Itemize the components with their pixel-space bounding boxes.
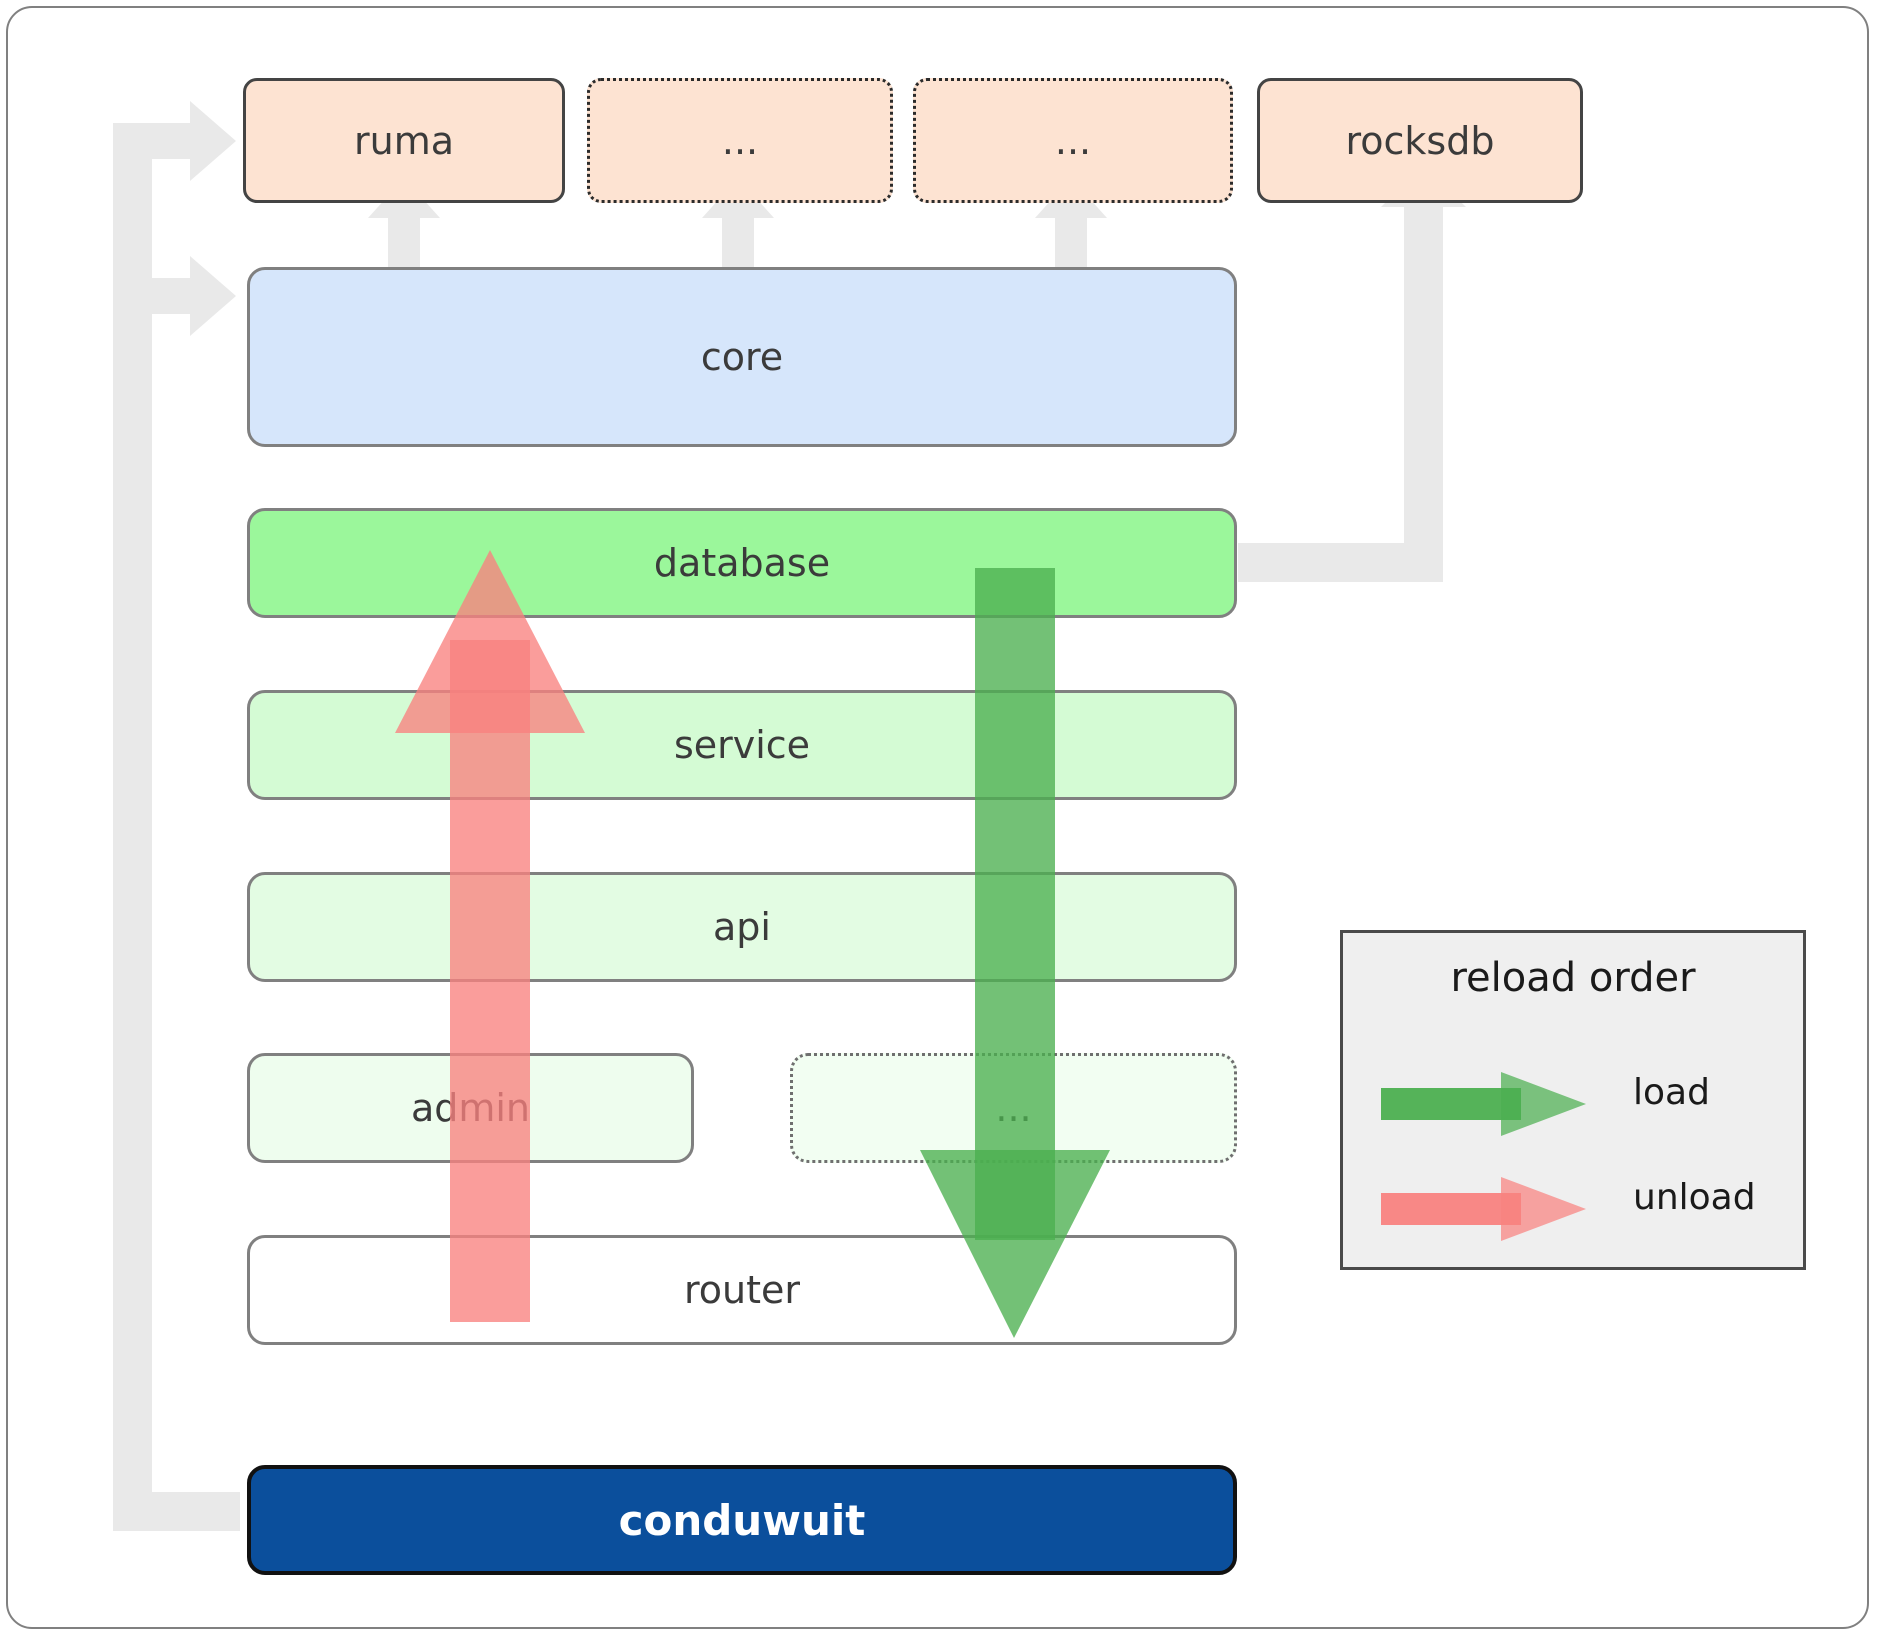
core-label: core (700, 335, 784, 379)
legend-label-unload: unload (1633, 1177, 1756, 1218)
dependency-box-ruma[interactable]: ruma (243, 78, 565, 203)
unload-legend-arrow-icon (1381, 1177, 1586, 1241)
legend-title: reload order (1450, 955, 1696, 1001)
diagram-frame (6, 6, 1869, 1629)
dependency-label: ruma (353, 118, 454, 163)
legend-row-load: load (1343, 1058, 1803, 1148)
layer-box-database[interactable]: database (247, 508, 1237, 618)
dependency-label: ... (721, 118, 759, 163)
legend-label-load: load (1633, 1072, 1710, 1113)
legend-panel: reload order load unload (1340, 930, 1806, 1270)
dependency-label: ... (1054, 118, 1092, 163)
root-box-conduwuit[interactable]: conduwuit (247, 1465, 1237, 1575)
layer-label: ... (995, 1086, 1032, 1130)
layer-label: service (673, 723, 811, 767)
layer-box-admin[interactable]: admin (247, 1053, 694, 1163)
layer-box-service[interactable]: service (247, 690, 1237, 800)
layer-box-dots[interactable]: ... (790, 1053, 1237, 1163)
layer-box-router[interactable]: router (247, 1235, 1237, 1345)
dependency-box-dots-2[interactable]: ... (913, 78, 1233, 203)
layer-box-api[interactable]: api (247, 872, 1237, 982)
load-legend-arrow-icon (1381, 1072, 1586, 1136)
layer-label: api (713, 905, 771, 949)
legend-row-unload: unload (1343, 1163, 1803, 1253)
core-box[interactable]: core (247, 267, 1237, 447)
layer-label: admin (410, 1086, 531, 1130)
layer-label: database (653, 541, 831, 585)
dependency-label: rocksdb (1345, 118, 1495, 163)
dependency-box-rocksdb[interactable]: rocksdb (1257, 78, 1583, 203)
layer-label: router (683, 1268, 801, 1312)
dependency-box-dots-1[interactable]: ... (587, 78, 893, 203)
root-label: conduwuit (618, 1495, 866, 1545)
